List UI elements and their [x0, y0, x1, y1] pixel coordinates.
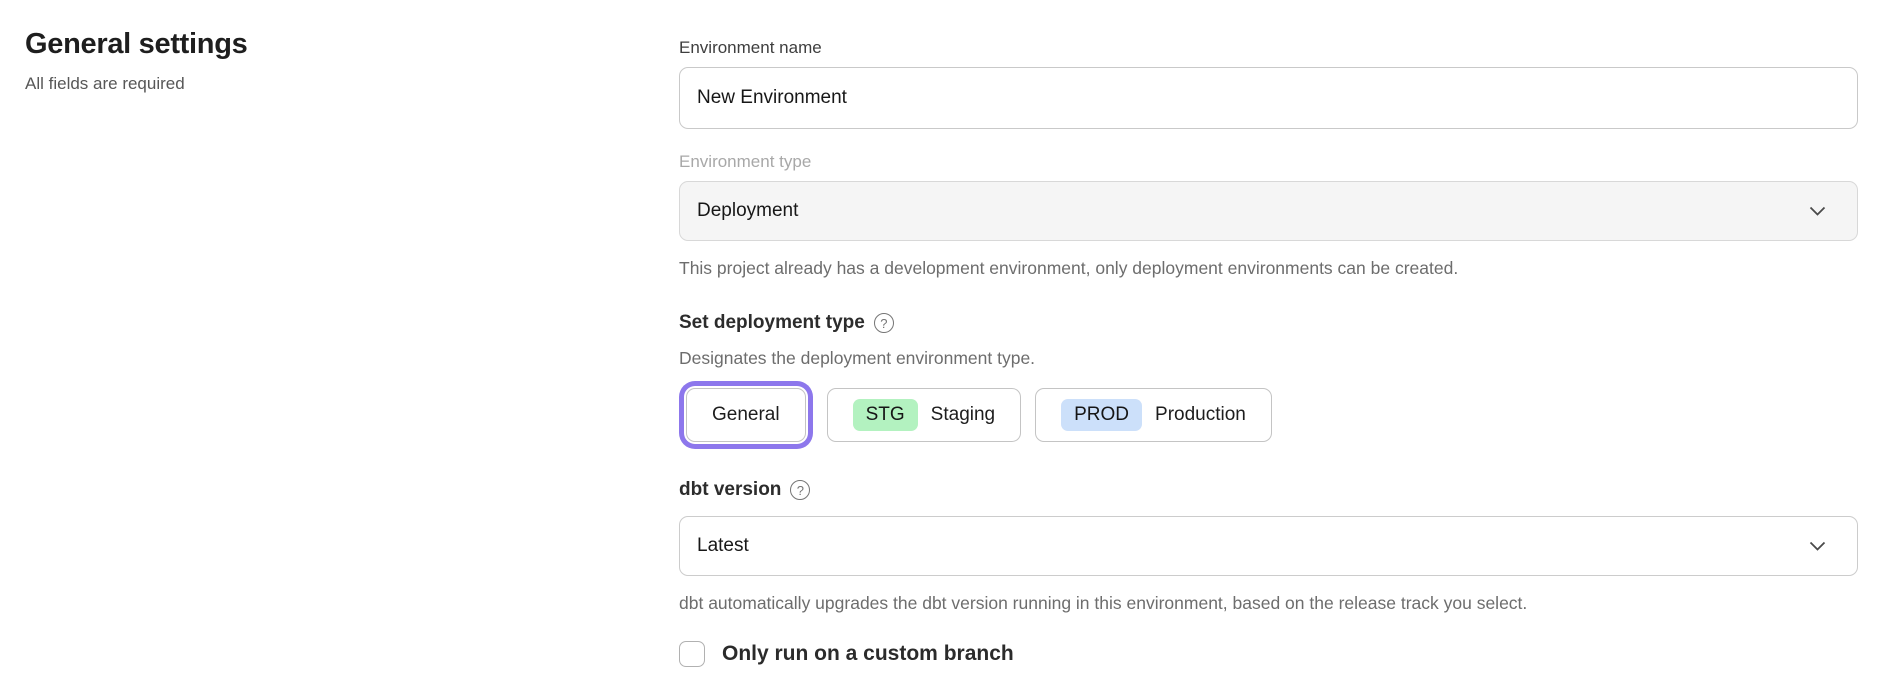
- environment-type-label: Environment type: [679, 152, 812, 171]
- dbt-version-value: Latest: [697, 535, 749, 556]
- help-icon[interactable]: ?: [790, 480, 811, 500]
- deployment-type-label-text: Set deployment type: [679, 312, 865, 333]
- dbt-version-helper: dbt automatically upgrades the dbt versi…: [679, 593, 1528, 613]
- dbt-version-select[interactable]: Latest: [679, 516, 1858, 576]
- deployment-type-options: General STG Staging PROD Production: [679, 381, 1858, 449]
- chevron-down-icon: [1809, 541, 1826, 552]
- deployment-type-general-label: General: [712, 404, 780, 425]
- page-subtitle: All fields are required: [25, 74, 185, 93]
- staging-badge: STG: [852, 399, 918, 431]
- deployment-type-general-button[interactable]: General: [686, 388, 806, 442]
- dbt-version-label: dbt version ?: [679, 479, 1858, 501]
- deployment-type-staging-label: Staging: [930, 404, 996, 425]
- deployment-type-staging-button[interactable]: STG Staging: [826, 388, 1022, 442]
- custom-branch-row: Only run on a custom branch: [679, 641, 1858, 667]
- page-title: General settings: [25, 28, 248, 60]
- help-icon[interactable]: ?: [873, 313, 894, 333]
- environment-name-input[interactable]: [679, 67, 1858, 129]
- deployment-type-production-label: Production: [1155, 404, 1246, 425]
- production-badge: PROD: [1061, 399, 1143, 431]
- settings-intro: General settings All fields are required: [25, 28, 585, 94]
- custom-branch-checkbox[interactable]: [679, 641, 705, 667]
- environment-form: Environment name Environment type Deploy…: [679, 38, 1858, 667]
- custom-branch-label: Only run on a custom branch: [722, 642, 1014, 665]
- deployment-type-production-button[interactable]: PROD Production: [1035, 388, 1272, 442]
- chevron-down-icon: [1809, 206, 1826, 217]
- deployment-type-label: Set deployment type ?: [679, 312, 1858, 334]
- environment-name-label: Environment name: [679, 38, 822, 57]
- environment-type-select[interactable]: Deployment: [679, 181, 1858, 241]
- environment-type-helper: This project already has a development e…: [679, 258, 1459, 278]
- deployment-type-helper: Designates the deployment environment ty…: [679, 348, 1036, 368]
- environment-type-value: Deployment: [697, 200, 799, 221]
- dbt-version-label-text: dbt version: [679, 479, 782, 500]
